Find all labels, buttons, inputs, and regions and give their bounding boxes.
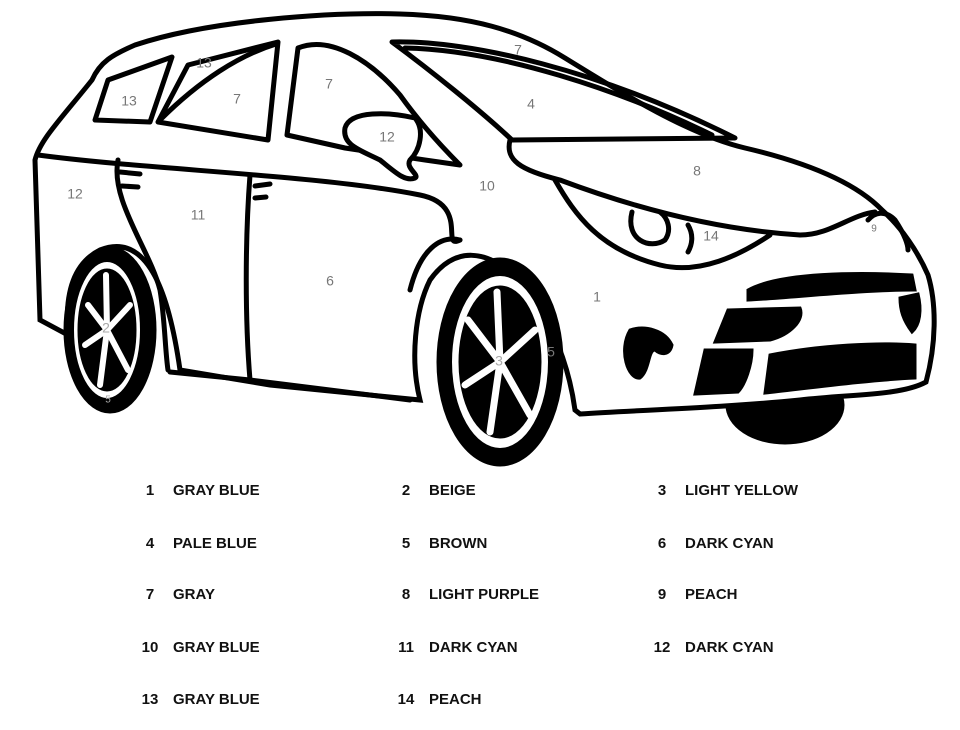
- rear-door-window-divider: [157, 41, 279, 123]
- windshield: [389, 39, 738, 143]
- lower-grille: [763, 342, 917, 395]
- region-number: 14: [703, 228, 719, 244]
- legend-color-name: BEIGE: [429, 482, 476, 499]
- legend-number: 8: [401, 586, 411, 603]
- legend-number: 2: [401, 482, 411, 499]
- region-number: 2: [102, 320, 110, 336]
- rear-door-window: [155, 39, 281, 143]
- legend-number: 7: [145, 586, 155, 603]
- legend-number: 11: [398, 639, 414, 656]
- legend-color-name: GRAY BLUE: [173, 691, 260, 708]
- legend-number: 12: [653, 639, 671, 656]
- rear-wheel: [63, 246, 157, 414]
- lower-left-intake: [693, 348, 754, 396]
- region-number: 13: [121, 93, 137, 109]
- legend-number: 1: [145, 482, 155, 499]
- legend-number: 5: [401, 535, 411, 552]
- legend-color-name: PALE BLUE: [173, 535, 257, 552]
- headlight: [552, 177, 773, 271]
- legend-number: 9: [657, 586, 667, 603]
- car-body-outline: [32, 11, 937, 417]
- legend-color-name: GRAY BLUE: [173, 482, 260, 499]
- legend-number: 6: [657, 535, 667, 552]
- legend-number: 4: [145, 535, 155, 552]
- legend-color-name: DARK CYAN: [685, 535, 774, 552]
- region-number: 4: [527, 96, 535, 112]
- region-number: 6: [326, 273, 334, 289]
- emblem-light: [865, 210, 911, 253]
- legend-color-name: GRAY: [173, 586, 215, 603]
- legend-color-name: PEACH: [429, 691, 482, 708]
- legend-number: 3: [657, 482, 667, 499]
- fender-line: [407, 236, 463, 293]
- right-vent: [898, 292, 922, 335]
- legend-color-name: BROWN: [429, 535, 488, 552]
- door-lower-line: [167, 369, 413, 403]
- legend-color-name: DARK CYAN: [685, 639, 774, 656]
- windshield-top-line: [402, 45, 715, 138]
- car-coloring-drawing: 7 13 13 7 7 4 12 8 10 12 11 14 9 6 1 2 3…: [32, 11, 937, 467]
- hood-line: [506, 137, 878, 238]
- headlight-arc: [685, 222, 695, 255]
- door-handle-icon: [117, 169, 273, 201]
- legend-color-name: DARK CYAN: [429, 639, 518, 656]
- region-number: 5: [547, 344, 555, 360]
- region-number: 12: [379, 129, 395, 145]
- region-number: 1: [593, 289, 601, 305]
- region-number: 5: [105, 395, 111, 406]
- fog-light: [623, 326, 674, 380]
- region-number: 10: [479, 178, 495, 194]
- legend-number: 14: [397, 691, 415, 708]
- region-number: 13: [196, 55, 212, 71]
- legend-color-name: PEACH: [685, 586, 738, 603]
- region-number: 8: [693, 163, 701, 179]
- front-wheel: [436, 257, 564, 467]
- front-door-edge: [243, 172, 253, 383]
- legend-color-name: GRAY BLUE: [173, 639, 260, 656]
- region-number: 7: [233, 91, 241, 107]
- legend-number: 10: [141, 639, 159, 656]
- front-door-window: [284, 42, 463, 168]
- rear-door-edge: [114, 157, 171, 373]
- legend-color-name: LIGHT YELLOW: [685, 482, 799, 499]
- region-number: 11: [191, 207, 206, 223]
- region-number: 3: [495, 353, 503, 369]
- side-mirror: [342, 111, 423, 182]
- legend-number: 13: [141, 691, 159, 708]
- belt-line: [35, 152, 463, 244]
- region-number: 9: [871, 224, 877, 235]
- region-number: 12: [67, 186, 83, 202]
- region-number: 7: [325, 76, 333, 92]
- region-number: 7: [514, 42, 522, 58]
- legend-color-name: LIGHT PURPLE: [429, 586, 540, 603]
- left-intake: [712, 306, 803, 344]
- headlight-ring: [628, 209, 672, 247]
- rear-quarter-window: [92, 54, 175, 125]
- upper-grille: [746, 272, 917, 302]
